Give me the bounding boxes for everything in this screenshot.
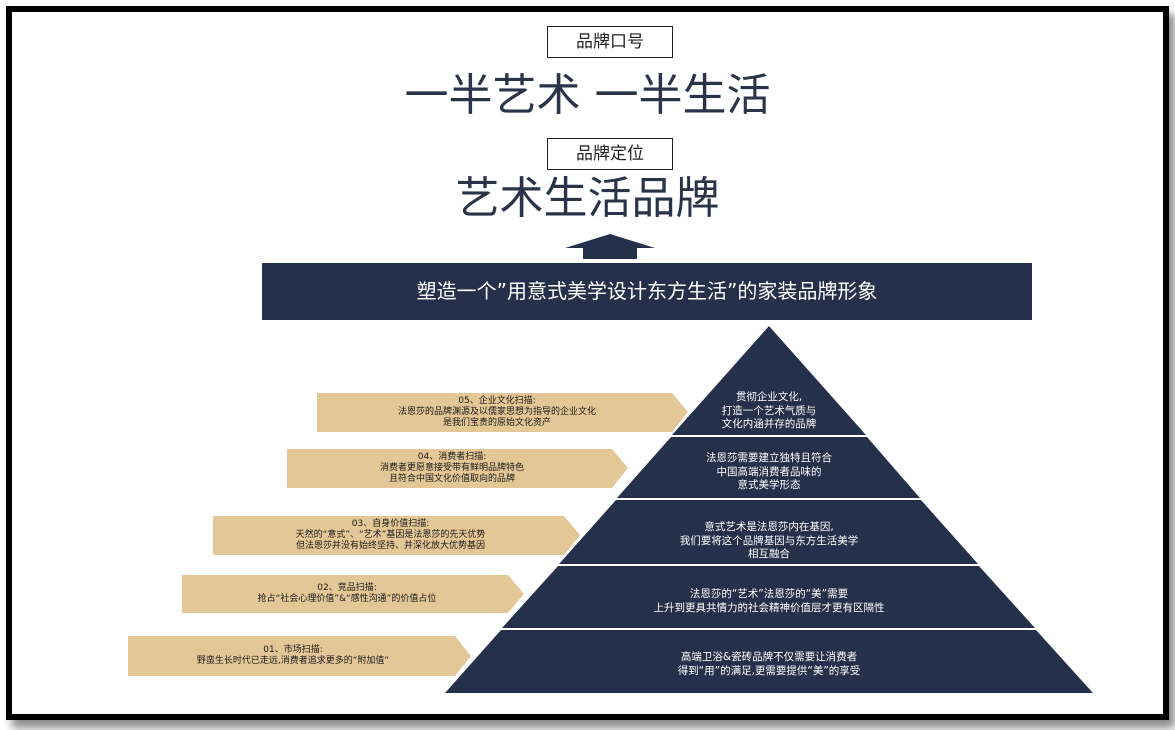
slogan-text: 一半艺术 一半生活 [404, 70, 771, 121]
step-arrow-01 [128, 636, 471, 676]
step-01-text: 01、市场扫描: 野蛮生长时代已走远,消费者追求更多的“附加值” [196, 645, 390, 666]
pyramid-tier-2-text: 法恩莎需要建立独特且符合 中国高端消费者品味的 意式美学形态 [706, 452, 832, 491]
slogan-label: 品牌口号 [547, 26, 673, 58]
pyramid-tier-4 [502, 566, 1035, 628]
step-03-text: 03、自身价值扫描: 天然的“意式”、“艺术”基因是法恩莎的先天优势 但法恩莎并… [295, 519, 486, 551]
pyramid-tier-5-text: 高端卫浴&瓷砖品牌不仅需要让消费者 得到“用”的满足,更需要提供“美”的享受 [677, 651, 861, 677]
step-05-text: 05、企业文化扫描: 法恩莎的品牌渊源及以儒家思想为指导的企业文化 是我们宝贵的… [397, 396, 596, 428]
positioning-text: 艺术生活品牌 [455, 173, 720, 224]
pyramid-tier-2 [617, 437, 920, 498]
pyramid-tier-3-text: 意式艺术是法恩莎内在基因, 我们要将这个品牌基因与东方生活美学 相互融合 [679, 521, 859, 560]
step-arrow-04 [287, 449, 628, 488]
step-arrow-02 [182, 575, 524, 613]
pyramid-tier-3 [559, 500, 978, 564]
positioning-label: 品牌定位 [547, 138, 673, 170]
step-04-text: 04、消费者扫描: 消费者更愿意接受带有鲜明品牌特色 且符合中国文化价值取向的品… [379, 452, 524, 484]
banner-statement: 塑造一个”用意式美学设计东方生活”的家装品牌形象 [262, 263, 1032, 320]
pyramid-tier-5 [445, 630, 1093, 693]
pyramid-tier-1-text: 贯彻企业文化, 打造一个艺术气质与 文化内涵并存的品牌 [721, 391, 817, 430]
pyramid-tier-1 [672, 326, 866, 435]
step-02-text: 02、竞品扫描: 抢占“社会心理价值”&“感性沟通”的价值占位 [257, 583, 437, 604]
step-arrow-05 [317, 393, 688, 432]
up-arrow-icon [565, 234, 655, 259]
pyramid-tier-4-text: 法恩莎的“艺术”法恩莎的“美”需要 上升到更具共情力的社会精神价值层才更有区隔性 [653, 588, 885, 614]
step-arrow-03 [213, 516, 580, 555]
